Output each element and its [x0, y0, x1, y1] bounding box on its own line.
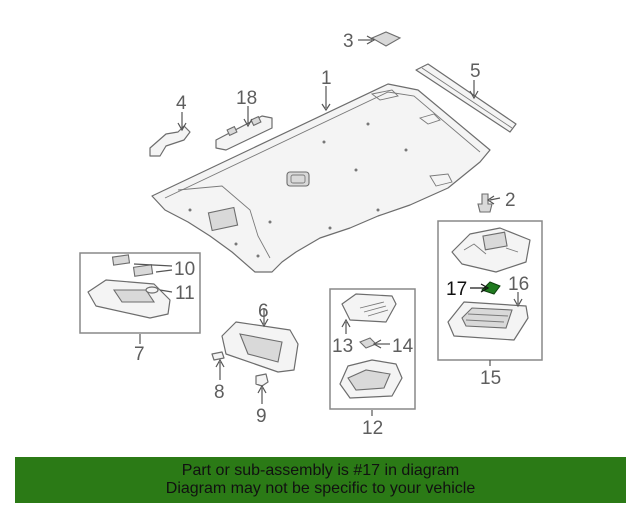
headliner-panel	[151, 83, 491, 273]
parts-diagram: 1 2 3 4 5 6 7 8 9 10 11 12 13 14 15 16 1…	[79, 31, 543, 439]
visor-bracket	[255, 373, 269, 387]
callout-17: 17	[446, 279, 467, 300]
sun-visor	[221, 321, 299, 373]
callout-labels: 1 2 3 4 5 6 7 8 9 10 11 12 13 14 15 16 1…	[134, 31, 529, 439]
callout-10: 10	[174, 259, 195, 280]
dome-lamp-base	[451, 227, 531, 273]
callout-13: 13	[332, 336, 353, 357]
visor-clip	[211, 351, 225, 361]
clip-part	[477, 193, 493, 213]
banner-line-1: Part or sub-assembly is #17 in diagram	[181, 462, 460, 479]
console-housing	[339, 359, 403, 399]
callout-8: 8	[214, 382, 225, 403]
banner-line-2: Diagram may not be specific to your vehi…	[165, 480, 476, 497]
grab-handle	[215, 115, 273, 151]
callout-11: 11	[175, 283, 195, 304]
group-box-12	[329, 288, 416, 410]
callout-18: 18	[236, 88, 257, 109]
callout-7: 7	[134, 344, 145, 365]
bracket-part	[149, 125, 191, 157]
console-bulb	[359, 337, 377, 349]
vanity-mirror	[87, 254, 171, 319]
callout-4: 4	[176, 93, 187, 114]
callout-16: 16	[508, 274, 529, 295]
console-lens	[341, 293, 397, 323]
callout-2: 2	[505, 190, 516, 211]
group-box-7	[79, 252, 201, 334]
callout-9: 9	[256, 406, 267, 427]
leader-lines	[133, 35, 523, 416]
callout-15: 15	[480, 368, 501, 389]
callout-5: 5	[470, 61, 481, 82]
info-banner: Part or sub-assembly is #17 in diagram D…	[15, 457, 626, 503]
highlighted-part-17	[481, 281, 501, 295]
callout-14: 14	[392, 336, 414, 357]
rail-trim	[415, 63, 517, 133]
callout-3: 3	[343, 31, 354, 52]
callout-1: 1	[321, 68, 332, 89]
callout-12: 12	[362, 418, 383, 439]
callout-6: 6	[258, 301, 269, 322]
dome-lamp-lens	[447, 301, 529, 341]
pad-part	[370, 31, 402, 47]
